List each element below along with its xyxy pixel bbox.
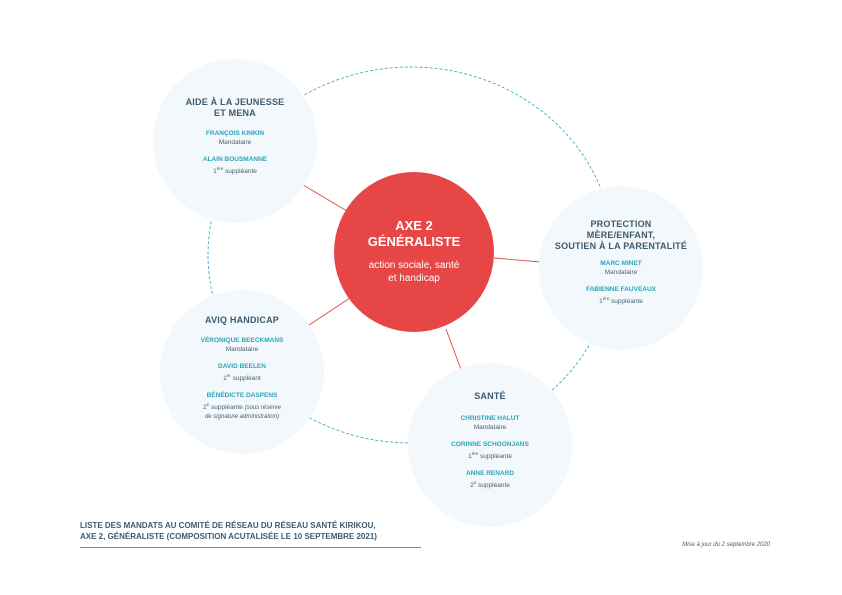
member-role: Mandataire — [218, 139, 252, 146]
member-name: DAVID BEELEN — [218, 363, 266, 370]
member-role: Mandataire — [225, 346, 259, 353]
node-title: SOUTIEN À LA PARENTALITÉ — [554, 241, 688, 251]
node-title: MÈRE/ENFANT, — [586, 230, 656, 240]
member-name: FRANÇOIS KINKIN — [205, 130, 265, 137]
member-name: MARC MINET — [600, 260, 642, 267]
member-role: 1ère suppléante — [599, 296, 643, 306]
member-name: ALAIN BOUSMANNE — [202, 156, 268, 163]
center-node-axe2: AXE 2 GÉNÉRALISTE action sociale, santé … — [334, 172, 494, 332]
caption-underline — [80, 547, 421, 548]
member-name: ANNE RENARD — [465, 470, 515, 478]
member-role: 1ère suppléante — [468, 451, 512, 461]
member-role: Mandataire — [473, 424, 507, 431]
member-name: BÉNÉDICTE DASPENS — [206, 392, 278, 400]
caption-line: AXE 2, GÉNÉRALISTE (COMPOSITION ACUTALIS… — [80, 532, 377, 541]
caption: LISTE DES MANDATS AU COMITÉ DE RÉSEAU DU… — [80, 520, 377, 542]
node-aide-jeunesse: AIDE À LA JEUNESSE ET MENA FRANÇOIS KINK… — [153, 59, 317, 223]
member-name: FABIENNE FAUVEAUX — [585, 286, 657, 293]
node-title: ET MENA — [214, 108, 256, 118]
node-title: AVIQ HANDICAP — [205, 315, 279, 325]
member-role: 2e suppléante (sous réserve — [203, 402, 281, 412]
center-title: AXE 2 — [395, 218, 433, 233]
center-subtitle: et handicap — [388, 273, 440, 284]
member-role: Mandataire — [604, 269, 638, 276]
member-name: CORINNE SCHOONJANS — [451, 441, 529, 448]
member-name: CHRISTINE HALUT — [460, 415, 520, 422]
center-title: GÉNÉRALISTE — [367, 234, 461, 249]
member-role: 1er suppléant — [223, 373, 261, 383]
caption-line: LISTE DES MANDATS AU COMITÉ DE RÉSEAU DU… — [80, 521, 376, 530]
center-subtitle: action sociale, santé — [368, 260, 460, 271]
node-title: AIDE À LA JEUNESSE — [185, 97, 285, 107]
member-role: 2e suppléante — [470, 480, 510, 490]
member-note: de signature administration) — [204, 414, 280, 421]
node-protection-mere-enfant: PROTECTION MÈRE/ENFANT, SOUTIEN À LA PAR… — [539, 186, 703, 350]
member-role: 1ère suppléante — [213, 166, 257, 176]
node-sante: SANTÉ CHRISTINE HALUT Mandataire CORINNE… — [408, 363, 572, 527]
node-title: PROTECTION — [590, 219, 652, 229]
update-note: Mise à jour du 2 septembre 2020 — [682, 542, 770, 548]
member-name: VÉRONIQUE BEECKMANS — [200, 337, 284, 344]
node-title: SANTÉ — [474, 391, 506, 401]
node-aviq-handicap: AVIQ HANDICAP VÉRONIQUE BEECKMANS Mandat… — [160, 290, 324, 454]
